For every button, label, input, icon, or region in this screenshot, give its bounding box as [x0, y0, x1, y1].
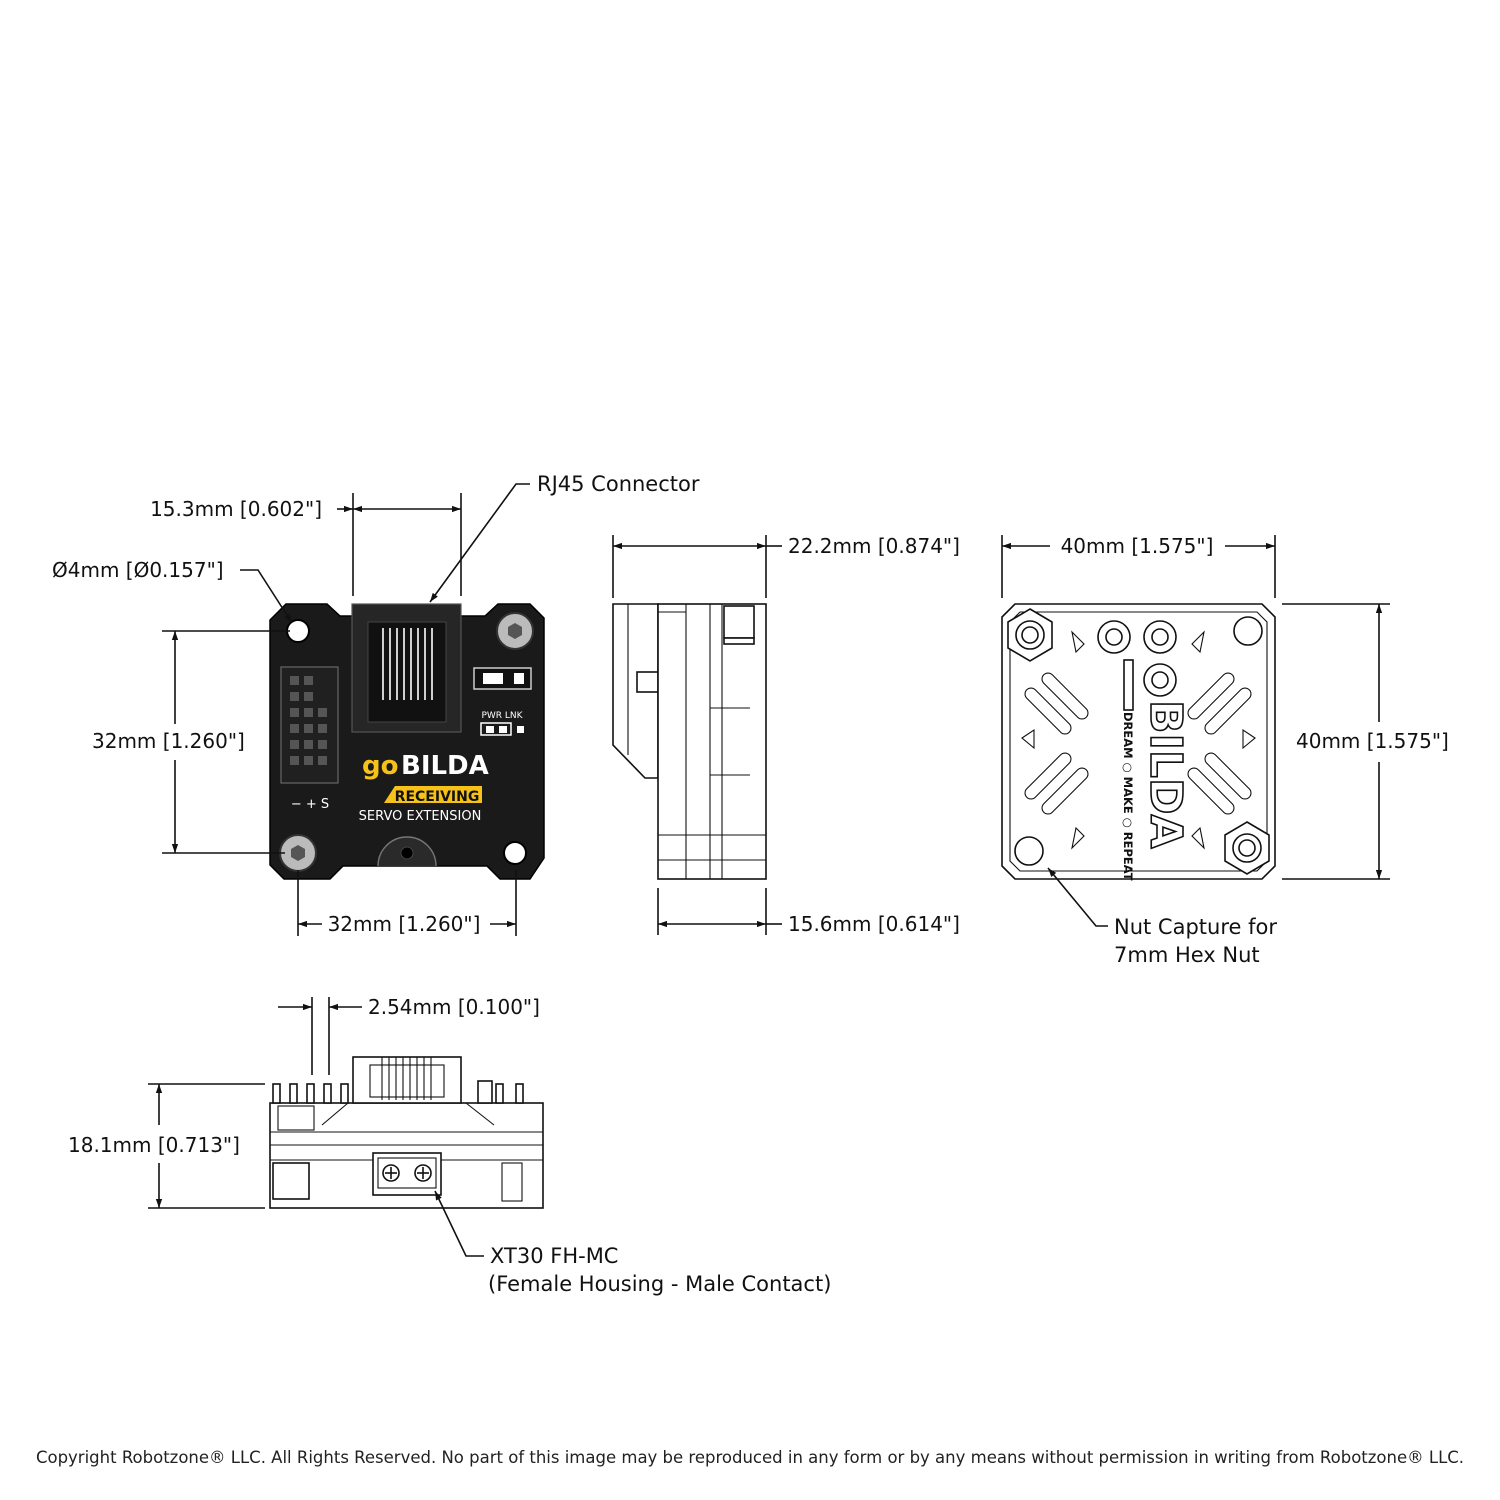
gobilda-logo: go BILDA	[362, 751, 489, 781]
logo-go: go	[362, 751, 398, 781]
bottom-rj45	[352, 1056, 462, 1104]
back-hole-bl	[1014, 836, 1044, 866]
logo-bilda: BILDA	[401, 751, 489, 781]
back-tagline: DREAM ○ MAKE ○ REPEAT	[1121, 712, 1135, 881]
outline-detail	[501, 1162, 523, 1202]
receiving-label: RECEIVING	[395, 789, 480, 805]
dim-back-height: 40mm [1.575"]	[1296, 729, 1449, 753]
back-hole-tr	[1233, 616, 1263, 646]
bolt-head-tr	[496, 612, 534, 650]
dim-hole-spacing-h: 32mm [1.260"]	[328, 912, 481, 936]
header-pins	[290, 676, 327, 765]
leader-line	[240, 569, 293, 624]
rj45-port	[367, 621, 447, 723]
xt30-hole	[400, 846, 414, 860]
dim-hole-diameter: Ø4mm [Ø0.157"]	[52, 558, 224, 582]
outline-detail	[1009, 611, 1268, 872]
callout-xt30-line2: (Female Housing - Male Contact)	[488, 1272, 831, 1296]
back-housing	[1001, 603, 1276, 880]
outline-detail	[377, 1157, 437, 1189]
led-pwr	[486, 726, 494, 733]
bottom-nut	[272, 1162, 310, 1200]
bottom-rj45-contacts	[381, 1057, 432, 1100]
dim-depth-bottom: 15.6mm [0.614"]	[788, 912, 960, 936]
outline-detail	[321, 1102, 349, 1126]
led-indicator	[517, 726, 524, 733]
pin-labels: − + S	[291, 797, 329, 812]
outline-detail	[277, 1105, 315, 1131]
leader-line	[434, 1190, 484, 1257]
xt30-contact	[414, 1164, 432, 1182]
callout-xt30-line1: XT30 FH-MC	[490, 1244, 618, 1268]
side-nut	[723, 605, 755, 639]
back-logo: BILDA DREAM ○ MAKE ○ REPEAT	[1097, 620, 1192, 881]
xt30-contact	[382, 1164, 400, 1182]
dim-pin-pitch: 2.54mm [0.100"]	[368, 995, 540, 1019]
rj45-contacts	[382, 628, 433, 700]
led-frame	[480, 722, 512, 736]
led-lnk	[499, 726, 507, 733]
diagonal-slots	[1021, 630, 1256, 850]
side-housing	[657, 603, 767, 880]
side-rj45-body	[612, 603, 659, 779]
led-label: PWR LNK	[481, 711, 523, 721]
hex-nut-tl	[1007, 608, 1053, 662]
bottom-jumper	[477, 1080, 524, 1104]
side-view: 22.2mm [0.874"] 15.6mm [0.614"]	[612, 534, 960, 936]
dim-hole-spacing-v: 32mm [1.260"]	[92, 729, 245, 753]
bottom-view: 2.54mm [0.100"] 18.1mm [0.713"] XT30 FH-…	[68, 995, 831, 1296]
outline-detail	[369, 1064, 445, 1098]
servo-extension-label: SERVO EXTENSION	[359, 809, 482, 824]
side-nut-base	[723, 637, 755, 645]
hex-nut-br	[1224, 821, 1270, 875]
mount-hole-tl	[286, 619, 310, 643]
receiving-ribbon	[384, 786, 482, 803]
dim-depth-top: 22.2mm [0.874"]	[788, 534, 960, 558]
dim-rj45-width: 15.3mm [0.602"]	[150, 497, 322, 521]
front-view: − + S PWR LNK go BILDA RECEIVING SERVO E…	[52, 472, 700, 936]
callout-nut-line1: Nut Capture for	[1114, 915, 1277, 939]
callout-rj45: RJ45 Connector	[537, 472, 700, 496]
dim-back-width: 40mm [1.575"]	[1061, 534, 1214, 558]
copyright-notice: Copyright Robotzone® LLC. All Rights Res…	[35, 1448, 1465, 1467]
leader-line	[1047, 867, 1108, 927]
outline-detail	[465, 1102, 495, 1126]
jumper-pin	[514, 673, 524, 684]
bottom-header-pins	[272, 1083, 349, 1104]
bolt-head-bl	[279, 834, 317, 872]
dim-bottom-height: 18.1mm [0.713"]	[68, 1133, 240, 1157]
callout-nut-line2: 7mm Hex Nut	[1114, 943, 1260, 967]
side-tab	[636, 671, 659, 693]
leader-line	[429, 483, 530, 603]
back-logo-bilda: BILDA	[1140, 700, 1191, 849]
jumper-pin	[483, 673, 503, 684]
mount-hole-br	[503, 841, 527, 865]
back-view: BILDA DREAM ○ MAKE ○ REPEAT 40mm [1.575"…	[1001, 534, 1449, 967]
